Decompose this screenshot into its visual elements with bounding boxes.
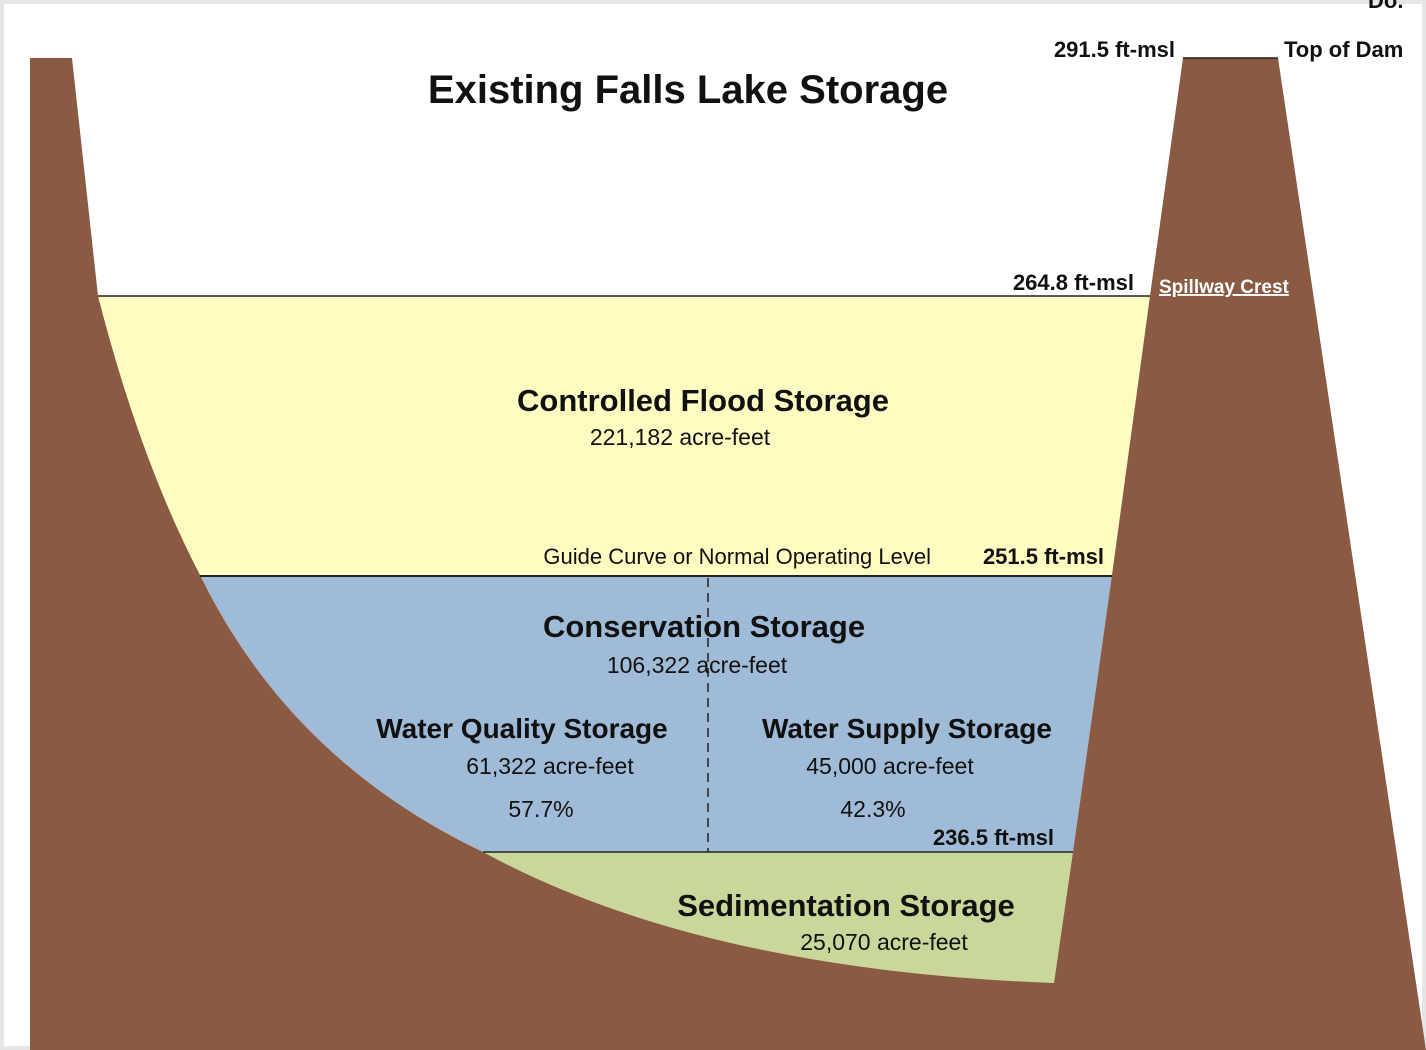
sedimentation-value: 25,070 acre-feet: [800, 929, 968, 955]
controlled-flood-value: 221,182 acre-feet: [590, 424, 771, 450]
sediment-level-elevation: 236.5 ft-msl: [933, 825, 1054, 850]
water-quality-value: 61,322 acre-feet: [466, 753, 634, 779]
water-supply-value: 45,000 acre-feet: [806, 753, 974, 779]
spillway-crest-label: Spillway Crest: [1159, 277, 1290, 298]
water-quality-title: Water Quality Storage: [376, 713, 667, 744]
controlled-flood-title: Controlled Flood Storage: [517, 383, 889, 418]
conservation-title: Conservation Storage: [543, 609, 865, 644]
corner-fragment-text: Do.: [1368, 0, 1403, 13]
sedimentation-zone: [483, 852, 1073, 983]
diagram-title: Existing Falls Lake Storage: [428, 68, 948, 112]
conservation-value: 106,322 acre-feet: [607, 652, 788, 678]
top-of-dam-label: Top of Dam: [1284, 37, 1403, 62]
dam-embankment: [1030, 58, 1426, 1050]
spillway-crest-elevation: 264.8 ft-msl: [1013, 270, 1134, 295]
water-supply-percent: 42.3%: [840, 796, 905, 822]
water-supply-title: Water Supply Storage: [762, 713, 1052, 744]
controlled-flood-zone: [98, 296, 1150, 575]
guide-curve-elevation: 251.5 ft-msl: [983, 544, 1104, 569]
sedimentation-title: Sedimentation Storage: [677, 888, 1015, 923]
water-quality-percent: 57.7%: [508, 796, 573, 822]
left-valley-wall: [30, 58, 1054, 1050]
guide-curve-label: Guide Curve or Normal Operating Level: [543, 544, 931, 569]
top-of-dam-elevation: 291.5 ft-msl: [1054, 37, 1175, 62]
conservation-zone: [200, 575, 1112, 852]
